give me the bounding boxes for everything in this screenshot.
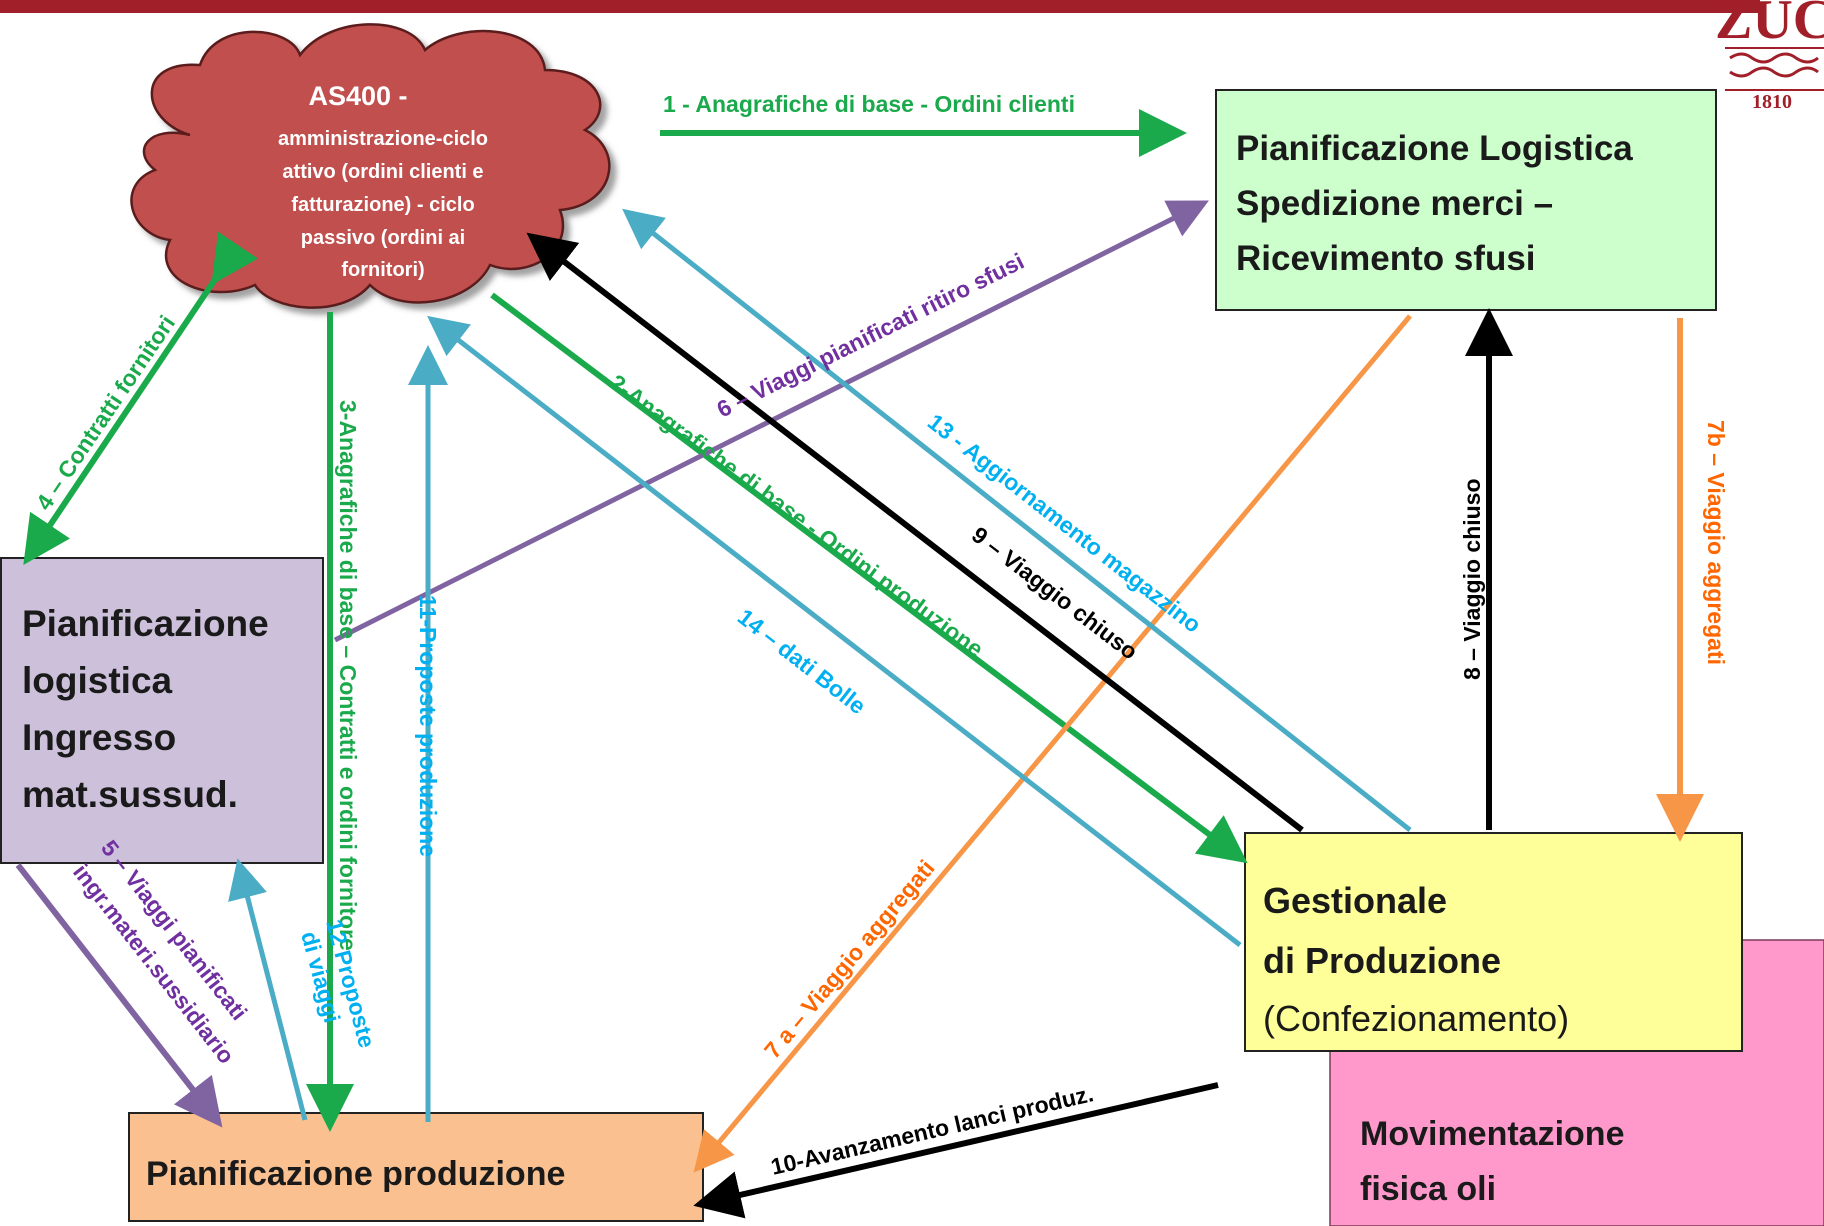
arrow-6 bbox=[333, 200, 1209, 643]
arrow-9 bbox=[526, 232, 1304, 833]
label-flow-6: 6 – Viaggi pianificati ritiro sfusi bbox=[713, 248, 1028, 423]
label-flow-8: 8 – Viaggio chiuso bbox=[1459, 478, 1485, 680]
label-flow-1: 1 - Anagrafiche di base - Ordini clienti bbox=[663, 91, 1075, 117]
produzione-label: Pianificazione produzione bbox=[146, 1155, 565, 1193]
node-pianificazione-ingresso bbox=[0, 557, 324, 864]
arrow-4 bbox=[23, 231, 258, 565]
as400-line4: passivo (ordini ai bbox=[301, 227, 465, 249]
label-flow-4: 4 – Contratti fornitori bbox=[31, 311, 180, 515]
logistica-line3: Ricevimento sfusi bbox=[1236, 239, 1536, 278]
movimentazione-line2: fisica oli bbox=[1360, 1170, 1496, 1208]
label-flow-3: 3-Anagrafiche di base – Contratti e ordi… bbox=[335, 400, 361, 951]
ingresso-line1: Pianificazione bbox=[22, 603, 269, 644]
logistica-line1: Pianificazione Logistica bbox=[1236, 129, 1633, 168]
label-flow-14: 14 – dati Bolle bbox=[733, 603, 871, 719]
title-bar bbox=[0, 0, 1760, 13]
label-flow-10: 10-Avanzamento lanci produz. bbox=[768, 1080, 1096, 1180]
as400-line3: fatturazione) - ciclo bbox=[291, 194, 474, 216]
arrow-5 bbox=[15, 863, 223, 1128]
movimentazione-line1: Movimentazione bbox=[1360, 1115, 1624, 1153]
logistica-line2: Spedizione merci – bbox=[1236, 184, 1553, 223]
arrow-10 bbox=[693, 1082, 1219, 1219]
ingresso-line4: mat.sussud. bbox=[22, 774, 238, 815]
ingresso-line3: Ingresso bbox=[22, 717, 176, 758]
gestionale-line2: di Produzione bbox=[1263, 940, 1501, 981]
zucchi-logo: ZUCCHI 1810 bbox=[1715, 0, 1824, 113]
arrow-2 bbox=[490, 292, 1248, 864]
gestionale-line1: Gestionale bbox=[1263, 880, 1447, 921]
node-pianificazione-logistica bbox=[1215, 89, 1717, 311]
label-flow-7b: 7b – Viaggio aggregati bbox=[1703, 420, 1729, 665]
arrow-13 bbox=[622, 208, 1412, 832]
label-flow-11: 11-Proposte produzione bbox=[415, 595, 441, 857]
gestionale-line3: (Confezionamento) bbox=[1263, 998, 1569, 1039]
label-flow-2: 2-Anagrafiche di base - Ordini produzion… bbox=[605, 369, 988, 662]
as400-line2: attivo (ordini clienti e bbox=[282, 161, 483, 183]
logo-year: 1810 bbox=[1752, 91, 1792, 113]
label-flow-7a: 7 a – Viaggio aggregati bbox=[759, 855, 940, 1063]
as400-line1: amministrazione-ciclo bbox=[278, 128, 488, 150]
arrow-14 bbox=[427, 315, 1242, 947]
as400-line5: fornitori) bbox=[341, 259, 424, 281]
arrow-7a bbox=[693, 314, 1412, 1173]
as400-title: AS400 - bbox=[308, 81, 407, 111]
logo-text: ZUCCHI bbox=[1715, 0, 1824, 51]
ingresso-line2: logistica bbox=[22, 660, 173, 701]
node-gestionale-produzione bbox=[1244, 832, 1743, 1052]
arrow-12 bbox=[228, 858, 308, 1121]
